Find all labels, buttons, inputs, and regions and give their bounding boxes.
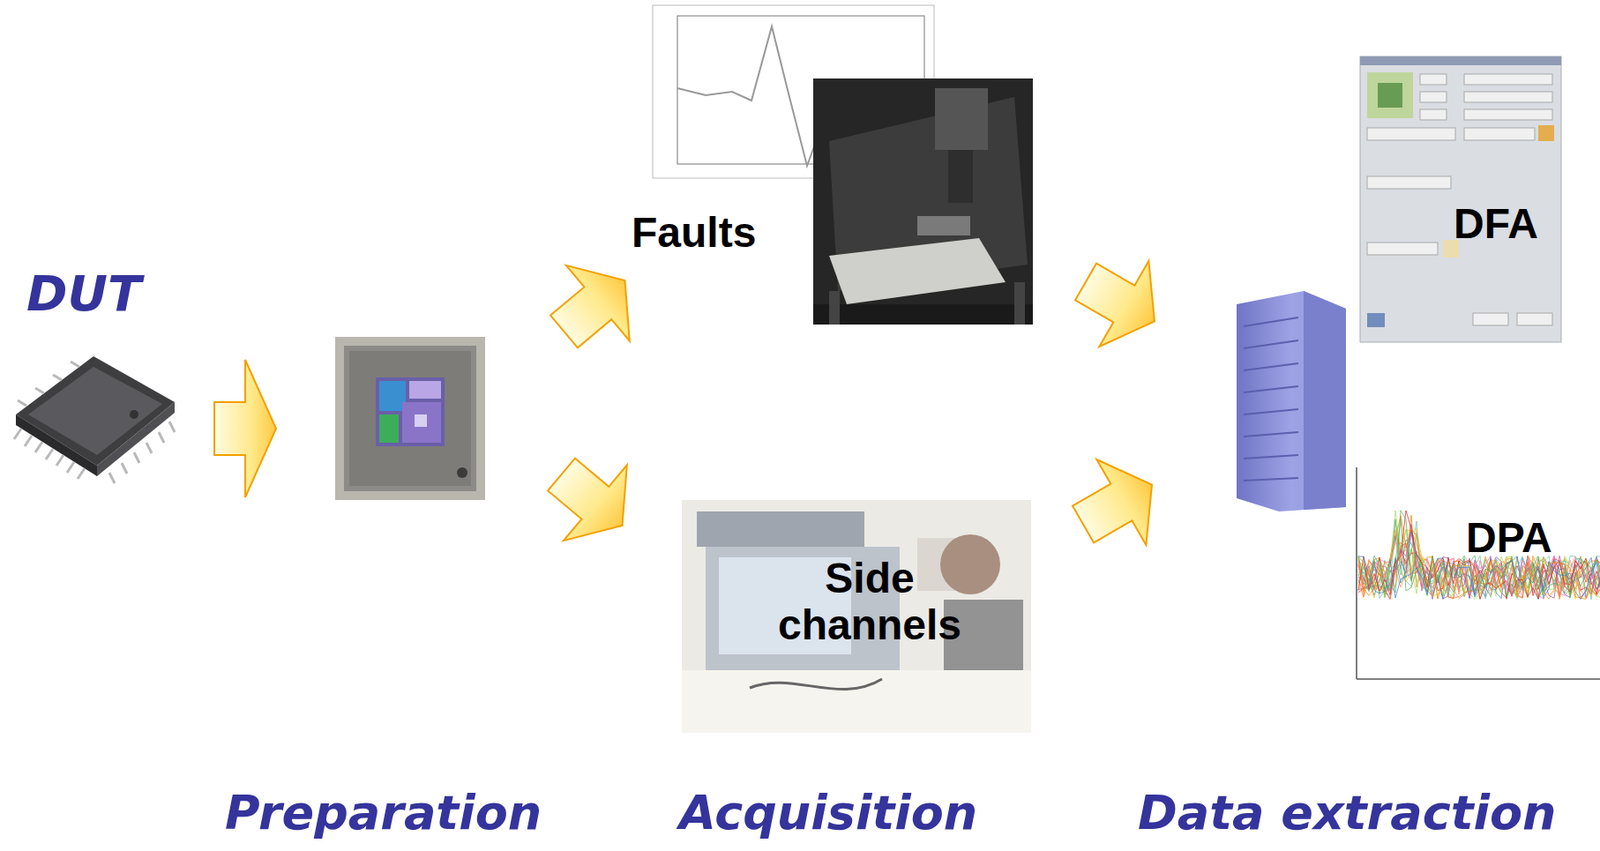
- block-arrow: [1058, 441, 1177, 568]
- block-arrow: [214, 359, 277, 498]
- dfa-screenshot: [1360, 56, 1562, 343]
- node-label: DPA: [1465, 515, 1553, 562]
- block-arrow: [530, 436, 655, 564]
- decapsulated-chip: [335, 336, 486, 501]
- dpa-trace: [1358, 510, 1600, 599]
- block-arrow: [1061, 239, 1180, 365]
- dpa-trace: [1358, 510, 1600, 599]
- block-arrow: [532, 242, 658, 370]
- fault-injection-box: Faults: [631, 209, 756, 257]
- stage-label: Acquisition: [679, 785, 978, 841]
- dpa-trace: [1358, 510, 1600, 599]
- dpa-trace-plot: [1349, 459, 1600, 700]
- device-label: DUT: [26, 264, 142, 322]
- fault-bench-photo: [813, 78, 1033, 325]
- dpa-box: DPA: [1465, 515, 1553, 562]
- node-label: DUT: [26, 264, 142, 322]
- node-label: Faults: [631, 209, 756, 257]
- stage-label: Preparation: [224, 785, 542, 841]
- stage-label: Data extraction: [1137, 785, 1557, 841]
- side-channel-photo: [681, 500, 1032, 733]
- node-label: DFA: [1453, 201, 1539, 248]
- server-tower: [1236, 291, 1346, 512]
- chip-package: [15, 356, 175, 477]
- chip-pins: [14, 361, 175, 484]
- dpa-trace: [1358, 556, 1600, 600]
- side-channel-box: Side channels: [755, 555, 985, 650]
- dfa-box: DFA: [1453, 201, 1539, 248]
- node-label: Side channels: [755, 555, 985, 650]
